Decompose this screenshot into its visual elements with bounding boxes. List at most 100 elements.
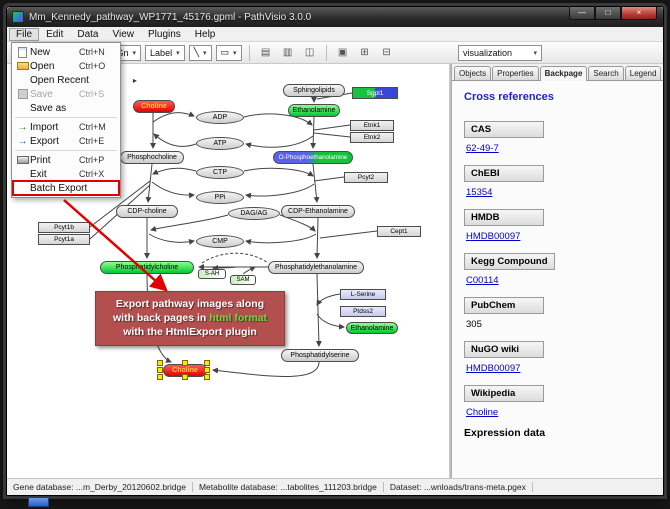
selection-handle[interactable]: [182, 374, 188, 380]
chevron-down-icon: ▾: [132, 49, 137, 57]
node-o-phosphoethanolamine[interactable]: O-Phosphoethanolamine: [273, 151, 353, 164]
tab-objects[interactable]: Objects: [454, 66, 492, 80]
titlebar[interactable]: Mm_Kennedy_pathway_WP1771_45176.gpml - P…: [7, 7, 663, 27]
side-panel-tabs: Objects Properties Backpage Search Legen…: [452, 64, 663, 81]
node-cdp-choline[interactable]: CDP-choline: [116, 205, 178, 218]
node-pcyt1a[interactable]: Pcyt1a: [38, 234, 90, 245]
node-cept1[interactable]: Cept1: [377, 226, 421, 237]
status-metabolite-database: Metabolite database: ...tabolites_111203…: [193, 482, 384, 492]
xref-section-wikipedia: Wikipedia Choline: [464, 383, 651, 418]
node-phosphatidylcholine[interactable]: Phosphatidylcholine: [100, 261, 194, 274]
menu-edit[interactable]: Edit: [46, 28, 64, 40]
visualization-combo[interactable]: visualization ▾: [458, 45, 542, 61]
node-pcyt1b[interactable]: Pcyt1b: [38, 222, 90, 233]
chevron-down-icon: ▾: [176, 49, 180, 57]
statusbar: Gene database: ...m_Derby_20120602.bridg…: [7, 478, 663, 495]
xref-link-hmdb[interactable]: HMDB00097: [466, 231, 521, 242]
selection-handle[interactable]: [204, 360, 210, 366]
xref-section-chebi: ChEBI 15354: [464, 163, 651, 198]
node-adp[interactable]: ADP: [196, 111, 244, 124]
xref-link-nugo[interactable]: HMDB00097: [466, 363, 521, 374]
distribute-horizontal-button[interactable]: ⊞: [356, 44, 374, 61]
distribute-vertical-button[interactable]: ⊟: [378, 44, 396, 61]
selection-handle[interactable]: [157, 360, 163, 366]
maximize-button[interactable]: □: [595, 7, 621, 20]
selection-handle[interactable]: [157, 367, 163, 373]
node-sam[interactable]: SAM: [230, 275, 256, 285]
chevron-down-icon: ▾: [203, 49, 207, 57]
menu-item-batch-export[interactable]: Batch Export: [12, 180, 120, 196]
align-vertical-button[interactable]: ▥: [279, 44, 297, 61]
selection-handle[interactable]: [157, 374, 163, 380]
menu-help[interactable]: Help: [194, 28, 216, 40]
save-disk-icon: [17, 89, 28, 99]
node-sgpl1[interactable]: Sgpl1: [352, 87, 398, 99]
node-ethanolamine-right[interactable]: Ethanolamine: [346, 322, 398, 334]
align-center-button[interactable]: ◫: [301, 44, 319, 61]
xref-header-cas: CAS: [464, 121, 544, 138]
close-button[interactable]: ×: [621, 7, 657, 20]
node-dag[interactable]: DAG/AG: [228, 207, 280, 220]
xref-link-kegg[interactable]: C00114: [466, 275, 499, 286]
xref-header-chebi: ChEBI: [464, 165, 544, 182]
tab-legend[interactable]: Legend: [624, 66, 662, 80]
xref-link-cas[interactable]: 62-49-7: [466, 143, 499, 154]
menu-view[interactable]: View: [112, 28, 134, 40]
node-sphingolipids[interactable]: Sphingolipids: [283, 84, 345, 97]
menu-separator: [15, 117, 117, 118]
menu-item-import[interactable]: → Import Ctrl+M: [17, 121, 106, 133]
selection-handle[interactable]: [204, 374, 210, 380]
import-icon: →: [17, 121, 28, 133]
node-ptdss2[interactable]: Ptdss2: [340, 306, 386, 317]
shape-tool-combo[interactable]: ▭ ▾: [215, 44, 242, 61]
node-atp[interactable]: ATP: [196, 137, 244, 150]
menu-data[interactable]: Data: [77, 28, 99, 40]
node-phosphatidylethanolamine[interactable]: Phosphatidylethanolamine: [268, 261, 364, 274]
stack-icon: ▣: [337, 47, 348, 58]
tab-search[interactable]: Search: [588, 66, 624, 80]
xref-link-chebi[interactable]: 15354: [466, 187, 493, 198]
label-combo[interactable]: Label ▾: [145, 44, 185, 61]
tab-properties[interactable]: Properties: [492, 66, 539, 80]
minimize-button[interactable]: —: [569, 7, 595, 20]
line-tool-combo[interactable]: ╲ ▾: [188, 44, 212, 61]
node-l-serine[interactable]: L-Serine: [340, 289, 386, 300]
datanode-combo-label: Gn: [116, 47, 129, 58]
menu-plugins[interactable]: Plugins: [147, 28, 181, 40]
node-phosphocholine[interactable]: Phosphocholine: [120, 151, 184, 164]
node-pcyt2[interactable]: Pcyt2: [344, 172, 388, 183]
xref-header-nugo: NuGO wiki: [464, 341, 544, 358]
node-ctp[interactable]: CTP: [196, 166, 244, 179]
menubar: File Edit Data View Plugins Help: [7, 27, 663, 42]
node-choline-top[interactable]: Choline: [133, 100, 175, 113]
node-ethanolamine-top[interactable]: Ethanolamine: [288, 104, 340, 117]
splitter[interactable]: [449, 64, 452, 478]
xref-link-wikipedia[interactable]: Choline: [466, 407, 499, 418]
xref-value-pubchem: 305: [466, 319, 482, 330]
node-sah[interactable]: S-AH: [198, 269, 226, 279]
menu-item-new[interactable]: New Ctrl+N: [13, 45, 119, 59]
align-horizontal-button[interactable]: ▤: [257, 44, 275, 61]
node-etnk2[interactable]: Etnk2: [350, 132, 394, 143]
node-cmp[interactable]: CMP: [196, 235, 244, 248]
selection-handle[interactable]: [204, 367, 210, 373]
xref-header-wikipedia: Wikipedia: [464, 385, 544, 402]
node-cdp-ethanolamine[interactable]: CDP-Ethanolamine: [281, 205, 355, 218]
menu-file[interactable]: File: [9, 27, 40, 41]
xref-section-cas: CAS 62-49-7: [464, 119, 651, 154]
selection-handle[interactable]: [182, 360, 188, 366]
menu-item-print[interactable]: Print Ctrl+P: [13, 153, 119, 167]
xref-section-kegg: Kegg Compound C00114: [464, 251, 651, 286]
menu-item-exit[interactable]: Exit Ctrl+X: [30, 168, 105, 180]
menu-item-save-as[interactable]: Save as: [30, 102, 67, 114]
menu-item-save[interactable]: Save Ctrl+S: [13, 87, 119, 101]
menu-item-open-recent[interactable]: Open Recent ▸: [30, 74, 137, 86]
menu-item-open[interactable]: Open Ctrl+O: [13, 59, 119, 73]
tab-backpage[interactable]: Backpage: [539, 66, 588, 81]
menu-item-export[interactable]: → Export Ctrl+E: [17, 135, 105, 147]
node-ppi[interactable]: PPi: [196, 191, 244, 204]
node-etnk1[interactable]: Etnk1: [350, 120, 394, 131]
node-phosphatidylserine[interactable]: Phosphatidylserine: [281, 349, 359, 362]
stack-button[interactable]: ▣: [334, 44, 352, 61]
